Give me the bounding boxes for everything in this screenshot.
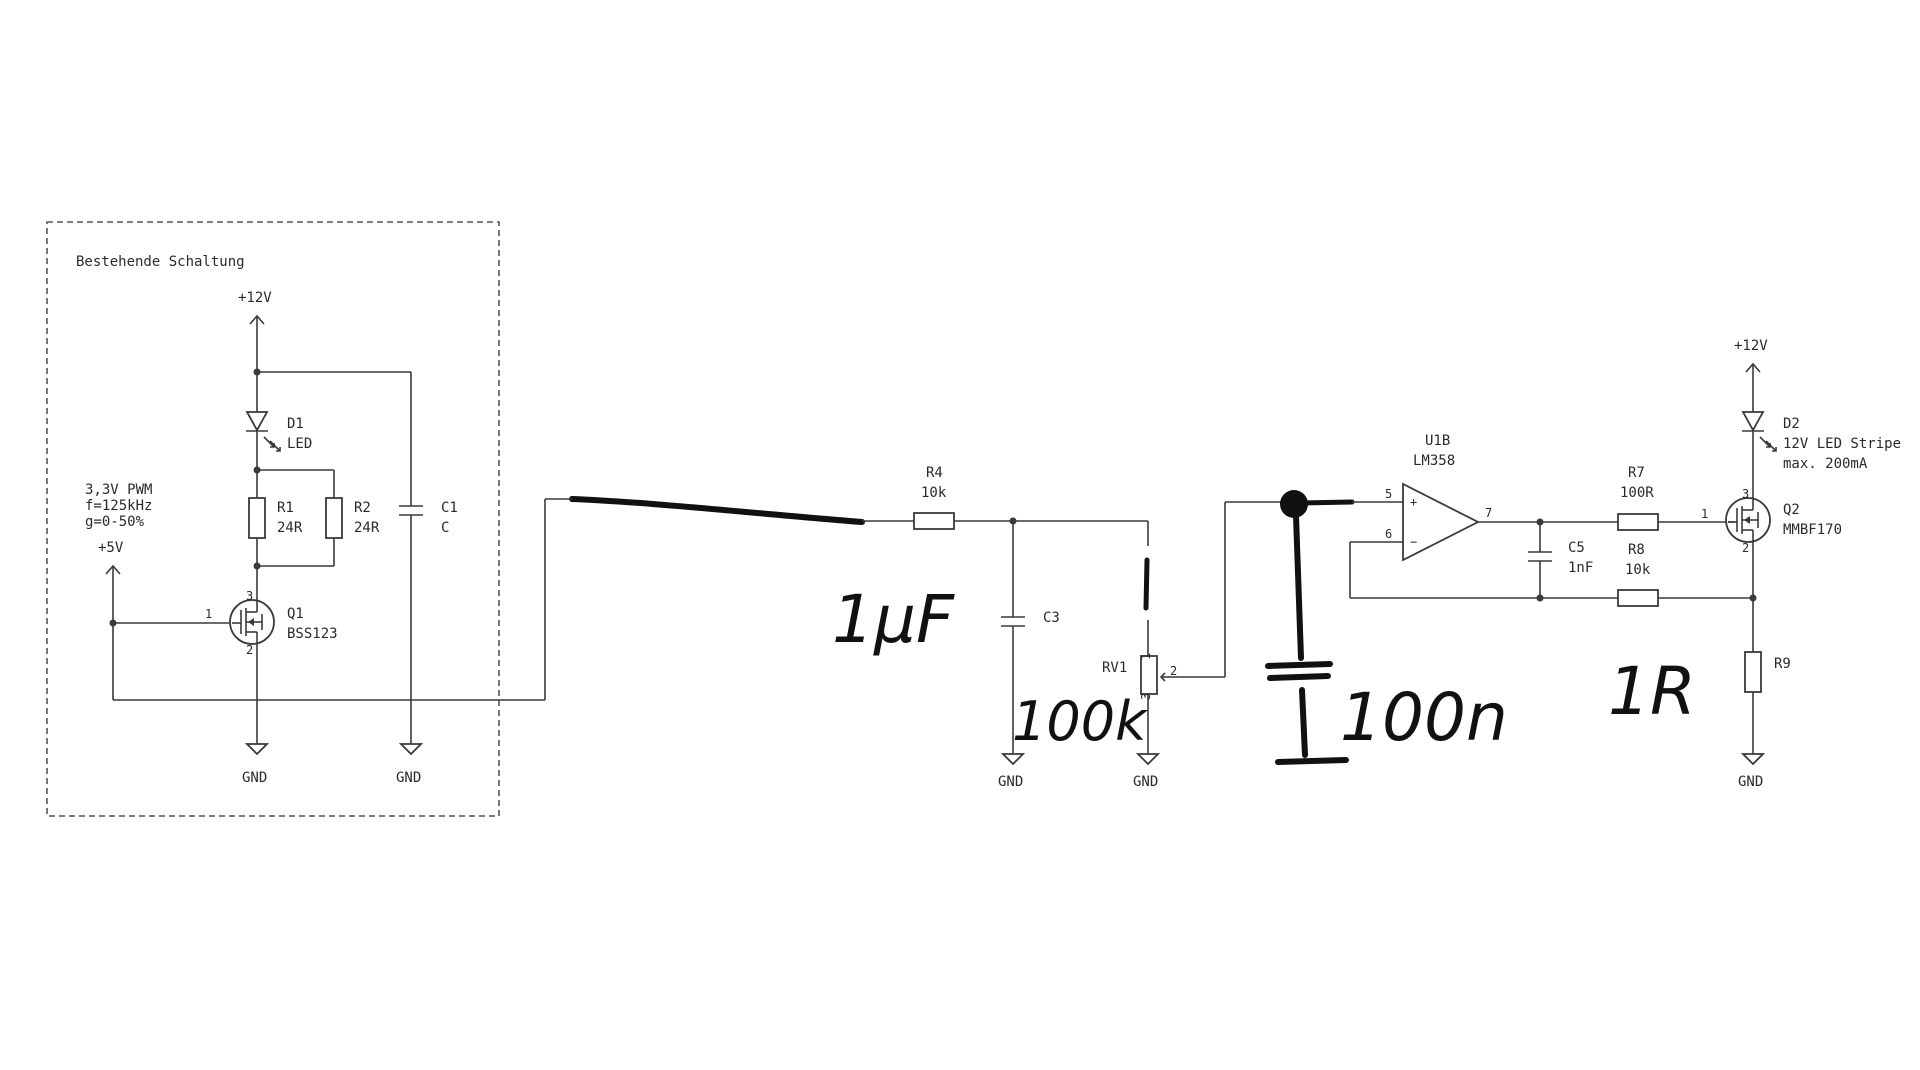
- r7-value: 100R: [1620, 485, 1654, 501]
- power-label-12v-left: +12V: [238, 290, 272, 306]
- d1-value: LED: [287, 436, 312, 452]
- q2-value: MMBF170: [1783, 522, 1842, 538]
- ground-symbol: [1740, 753, 1766, 766]
- handwritten-junction-dot: [1280, 490, 1308, 518]
- d1-ref: D1: [287, 416, 304, 432]
- handwritten-cap-value: 100n: [1340, 679, 1508, 756]
- handwritten-wire: [569, 496, 865, 525]
- q2-pin-3: 3: [1742, 487, 1749, 501]
- gnd-label: GND: [1738, 774, 1763, 790]
- u1-value: LM358: [1413, 453, 1455, 469]
- handwritten-rv1-value: 100k: [1012, 690, 1149, 753]
- r7-ref: R7: [1628, 465, 1645, 481]
- handwritten-wire: [1293, 513, 1304, 661]
- opamp-minus-sign: −: [1410, 535, 1417, 549]
- r4-ref: R4: [926, 465, 943, 481]
- power-symbol-5v: [105, 564, 121, 623]
- r8-value: 10k: [1625, 562, 1651, 578]
- c3-ref: C3: [1043, 610, 1060, 626]
- frame-title: Bestehende Schaltung: [76, 254, 245, 270]
- junction-dot: [253, 466, 261, 474]
- pwm-label-line1: 3,3V PWM: [85, 482, 152, 498]
- power-label-12v-right: +12V: [1734, 338, 1768, 354]
- q1-value: BSS123: [287, 626, 338, 642]
- handwritten-mark: [1143, 557, 1150, 611]
- rv1-pin-3: 3: [1139, 693, 1153, 700]
- r8-ref: R8: [1628, 542, 1645, 558]
- junction-dot: [253, 368, 261, 376]
- potentiometer-rv1: [1140, 655, 1174, 695]
- rv1-pin-2: 2: [1170, 664, 1177, 678]
- d2-value-1: 12V LED Stripe: [1783, 436, 1901, 452]
- led-d2: [1741, 411, 1777, 452]
- resistor-r1: [248, 497, 266, 539]
- gnd-label: GND: [242, 770, 267, 786]
- gnd-label: GND: [396, 770, 421, 786]
- q2-pin-2: 2: [1742, 541, 1749, 555]
- handwritten-c3-value: 1μF: [832, 581, 955, 658]
- ground-symbol: [398, 743, 424, 756]
- capacitor-c1: [399, 505, 423, 516]
- ground-symbol: [244, 743, 270, 756]
- c1-ref: C1: [441, 500, 458, 516]
- mosfet-q1: [229, 598, 275, 646]
- capacitor-c5: [1528, 551, 1552, 562]
- ground-symbol: [1000, 753, 1026, 766]
- power-symbol-12v-left: [249, 314, 265, 330]
- led-d1: [245, 411, 281, 452]
- resistor-r2: [325, 497, 343, 539]
- existing-circuit-frame: [46, 221, 500, 817]
- c1-value: C: [441, 520, 449, 536]
- r1-ref: R1: [277, 500, 294, 516]
- r9-ref: R9: [1774, 656, 1791, 672]
- mosfet-q2: [1725, 496, 1771, 544]
- handwritten-ground-bar: [1275, 757, 1349, 765]
- handwritten-wire: [1299, 687, 1308, 758]
- resistor-r8: [1617, 589, 1659, 607]
- r2-value: 24R: [354, 520, 380, 536]
- pwm-label-line2: f=125kHz: [85, 498, 152, 514]
- u1-ref: U1B: [1425, 433, 1450, 449]
- q1-pin-2: 2: [246, 643, 253, 657]
- opamp-plus-sign: +: [1410, 495, 1417, 509]
- rv1-pin-1: 1: [1139, 653, 1153, 660]
- q2-pin-1: 1: [1701, 507, 1708, 521]
- power-symbol-12v-right: [1745, 362, 1761, 378]
- handwritten-wire: [1297, 499, 1355, 506]
- r4-value: 10k: [921, 485, 947, 501]
- r2-ref: R2: [354, 500, 371, 516]
- u1-pin-6: 6: [1385, 527, 1392, 541]
- resistor-r4: [913, 512, 955, 530]
- handwritten-cap-plate: [1267, 673, 1331, 681]
- handwritten-r9-value: 1R: [1608, 653, 1696, 730]
- u1-pin-5: 5: [1385, 487, 1392, 501]
- resistor-r7: [1617, 513, 1659, 531]
- opamp-u1b: [1402, 482, 1480, 562]
- power-label-5v: +5V: [98, 540, 124, 556]
- q2-ref: Q2: [1783, 502, 1800, 518]
- q1-pin-1: 1: [205, 607, 212, 621]
- u1-pin-7: 7: [1485, 506, 1492, 520]
- c5-ref: C5: [1568, 540, 1585, 556]
- gnd-label: GND: [1133, 774, 1158, 790]
- rv1-ref: RV1: [1102, 660, 1127, 676]
- resistor-r9: [1744, 651, 1762, 693]
- gnd-label: GND: [998, 774, 1023, 790]
- junction-dot: [253, 562, 261, 570]
- q1-ref: Q1: [287, 606, 304, 622]
- q1-pin-3: 3: [246, 589, 253, 603]
- capacitor-c3: [1001, 616, 1025, 627]
- ground-symbol: [1135, 753, 1161, 766]
- handwritten-cap-plate: [1265, 661, 1333, 669]
- c5-value: 1nF: [1568, 560, 1593, 576]
- r1-value: 24R: [277, 520, 303, 536]
- pwm-label-line3: g=0-50%: [85, 514, 145, 530]
- d2-ref: D2: [1783, 416, 1800, 432]
- d2-value-2: max. 200mA: [1783, 456, 1868, 472]
